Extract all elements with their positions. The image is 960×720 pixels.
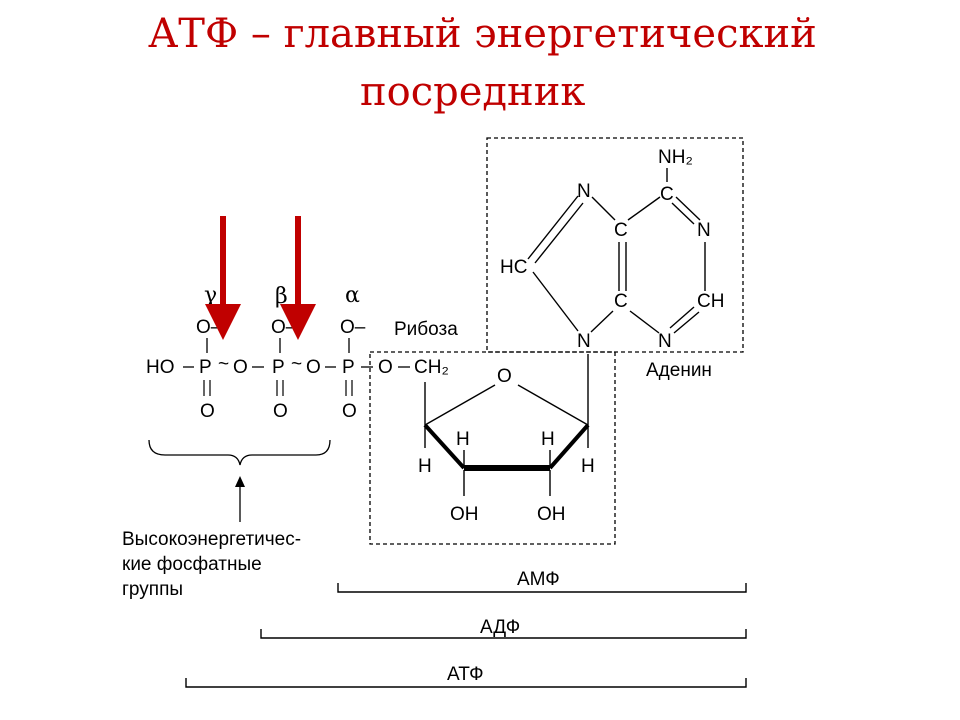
- beta-o-minus: O–: [271, 317, 297, 338]
- gamma-phosphorus: P: [199, 357, 212, 378]
- adp-range-label: АДФ: [480, 617, 520, 638]
- adenine-n3: N: [658, 331, 672, 352]
- high-energy-annotation-line-2: кие фосфатные: [122, 554, 262, 575]
- gamma-double-bond-oxygen: O: [200, 401, 215, 422]
- adenine-c5: C: [614, 220, 628, 241]
- ester-oxygen: O: [378, 357, 393, 378]
- ribose-c4-c3-bond: [423, 423, 466, 470]
- adenine-c4: C: [614, 291, 628, 312]
- c3-hydrogen: H: [456, 429, 470, 450]
- slide-title-line-2: посредник: [360, 69, 586, 115]
- ribose-label: Рибоза: [394, 319, 458, 340]
- beta-label: β: [275, 284, 288, 309]
- alpha-phosphorus: P: [342, 357, 355, 378]
- adenine-c2: CH: [697, 291, 724, 312]
- alpha-double-bond: [345, 380, 353, 396]
- adenine-nh2: NH₂: [658, 147, 693, 168]
- gamma-beta-high-energy-bond: ~: [218, 354, 229, 375]
- ribose-ring-oxygen: O: [497, 366, 512, 387]
- atp-range-label: АТФ: [447, 664, 484, 685]
- adenine-n1: N: [697, 220, 711, 241]
- phosphate-groups-brace: [148, 439, 331, 466]
- ribose-c2-c1-bond: [548, 423, 590, 470]
- ribose: Рибоза O H H H H OH OH: [394, 319, 595, 525]
- high-energy-annotation-line-3: группы: [122, 579, 183, 600]
- gamma-o-minus: O–: [196, 317, 222, 338]
- beta-alpha-high-energy-bond: ~: [291, 354, 302, 375]
- beta-double-bond-oxygen: O: [273, 401, 288, 422]
- adenine-n7: N: [577, 181, 591, 202]
- beta-alpha-bridge-oxygen: O: [306, 357, 321, 378]
- alpha-o-minus: O–: [340, 317, 366, 338]
- c2-hydroxyl: OH: [537, 504, 566, 525]
- adenine-c6: C: [660, 184, 674, 205]
- beta-phosphorus: P: [272, 357, 285, 378]
- atp-range: АТФ: [185, 664, 747, 688]
- adenine-label: Аденин: [646, 360, 712, 381]
- amp-range: АМФ: [337, 569, 747, 593]
- annotation-pointer-arrowhead: [235, 476, 245, 487]
- amp-range-label: АМФ: [517, 569, 560, 590]
- high-energy-annotation-line-1: Высокоэнергетичес-: [122, 529, 301, 550]
- c3-hydroxyl: OH: [450, 504, 479, 525]
- slide-title-line-1: АТФ – главный энергетический: [148, 11, 817, 57]
- adp-range: АДФ: [260, 617, 747, 639]
- adenine: NH₂ C N C N HC C CH N N Аденин: [500, 147, 724, 381]
- alpha-double-bond-oxygen: O: [342, 401, 357, 422]
- gamma-label: γ: [204, 283, 217, 308]
- ribose-o-c1-bond: [517, 384, 589, 426]
- ch2-group: CH₂: [414, 357, 449, 378]
- ribose-c4-o-bond: [424, 384, 496, 426]
- c2-hydrogen: H: [541, 429, 555, 450]
- ribose-dashed-box: [369, 351, 616, 545]
- c1-hydrogen: H: [581, 456, 595, 477]
- beta-double-bond: [276, 380, 284, 396]
- gamma-double-bond: [203, 380, 211, 396]
- adenine-n9: N: [577, 331, 591, 352]
- ho-group: HO: [146, 357, 175, 378]
- c4-hydrogen: H: [418, 456, 432, 477]
- alpha-label: α: [345, 283, 360, 308]
- gamma-beta-bridge-oxygen: O: [233, 357, 248, 378]
- adenine-bonds: [527, 195, 706, 334]
- adenine-c8: HC: [500, 257, 527, 278]
